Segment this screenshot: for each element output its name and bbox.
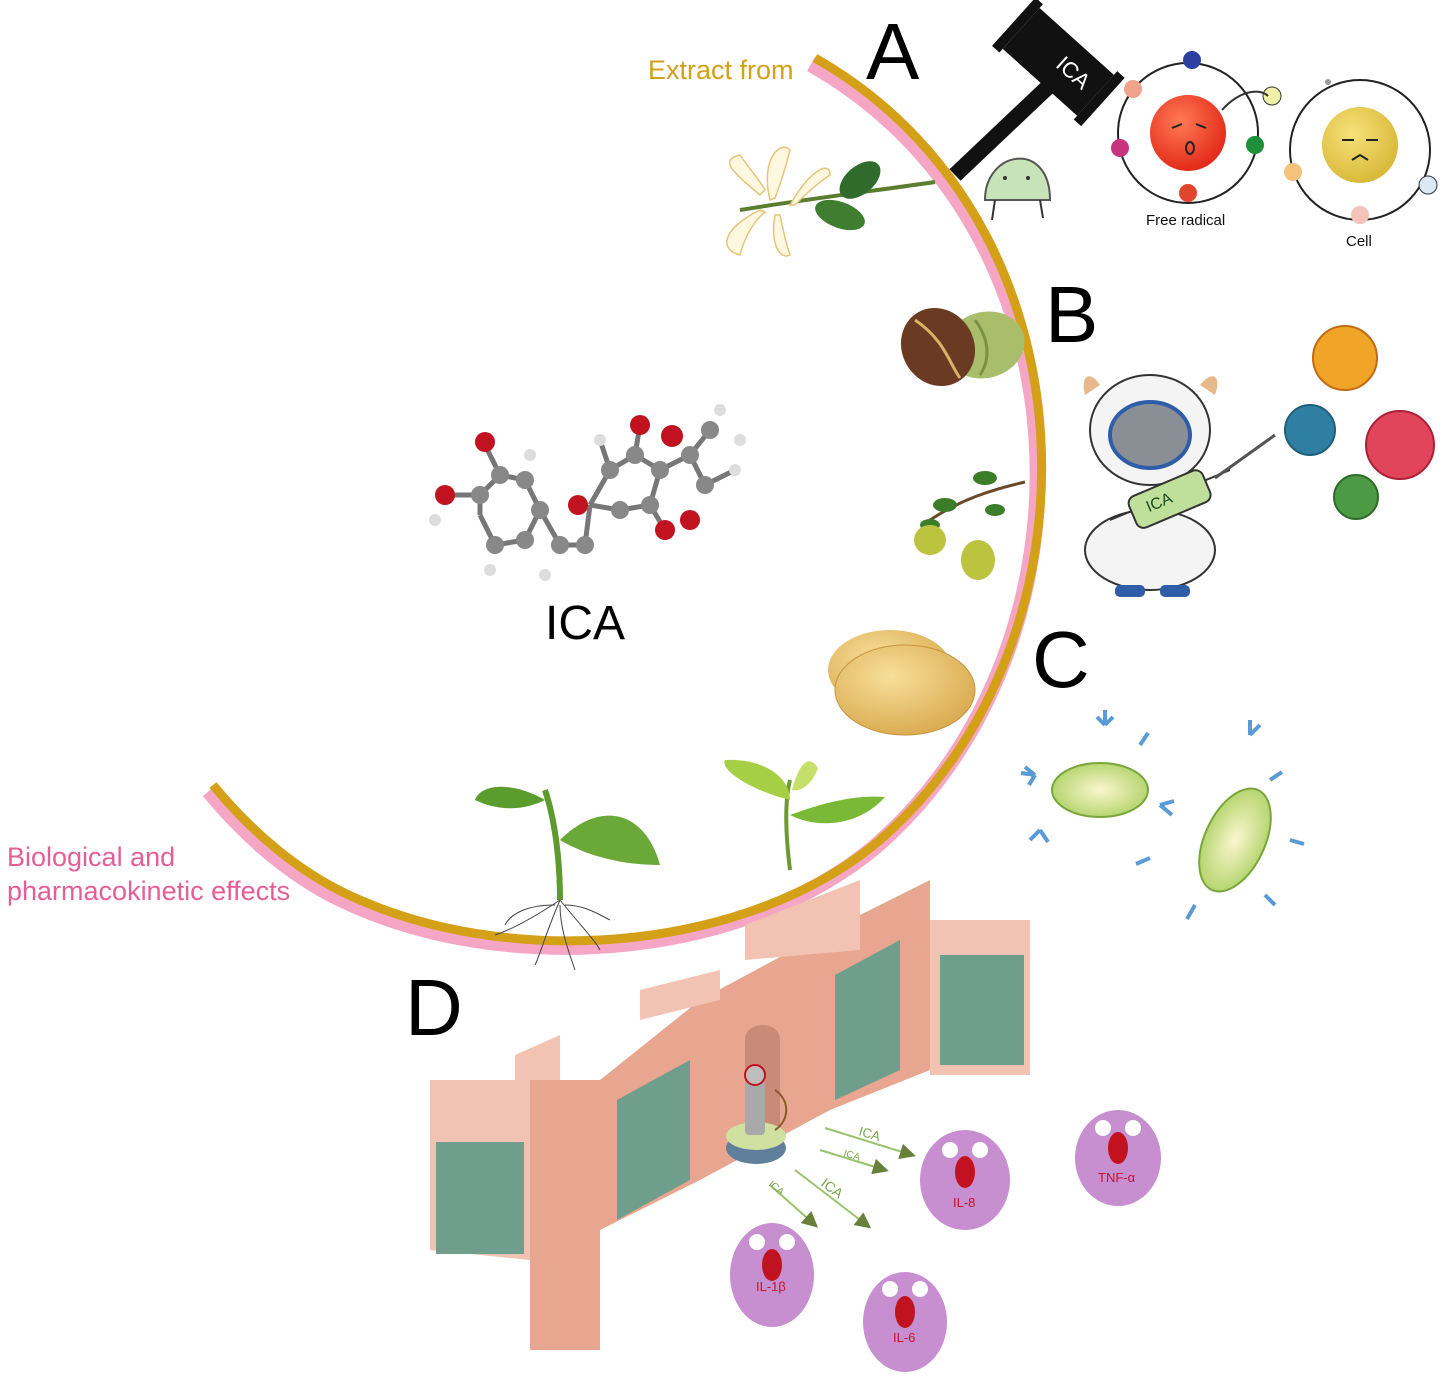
cell-icon: [1284, 79, 1438, 224]
arrow-label-1: ICA: [857, 1123, 882, 1143]
cell-label: Cell: [1346, 233, 1372, 250]
astronaut-cow-with-syringe-icon: [1083, 374, 1276, 597]
panel-d-label: D: [405, 963, 463, 1052]
coffee-beans-icon: [900, 307, 1025, 387]
arrow-label-2: ICA: [842, 1148, 861, 1163]
seedling-with-roots-icon: [475, 786, 660, 971]
ica-arrows: [769, 1127, 916, 1229]
arrow-label-4: ICA: [818, 1175, 847, 1202]
bio-effects-label: Biological and pharmacokinetic effects: [7, 840, 337, 908]
little-ghost-icon: [983, 157, 1052, 221]
cytokine-tnfa: TNF-α: [1098, 1170, 1136, 1185]
extract-from-label: Extract from: [648, 55, 794, 85]
cytokine-il1b: IL-1β: [756, 1279, 786, 1294]
free-radical-label: Free radical: [1146, 212, 1226, 229]
cytokine-monster-icon: [730, 1110, 1161, 1372]
free-radical-icon: [1111, 51, 1282, 204]
panel-a-label: A: [866, 7, 920, 96]
archer-knight-icon: [726, 1064, 788, 1164]
honeysuckle-flower-icon: [726, 146, 936, 257]
antibody-bacteria-icon: [1020, 710, 1305, 920]
potatoes-icon: [828, 630, 976, 736]
bio-effects-line1: Biological and: [7, 842, 176, 872]
cytokine-il8: IL-8: [953, 1195, 975, 1210]
cytokine-il6: IL-6: [893, 1330, 915, 1345]
compound-label: ICA: [545, 597, 626, 650]
tea-leaves-icon: [724, 759, 885, 871]
arrow-label-3: ICA: [766, 1179, 786, 1198]
molecule-ball-stick-icon: [429, 404, 746, 581]
pear-branch-icon: [914, 471, 1026, 580]
bio-effects-line2: pharmacokinetic effects: [7, 876, 291, 906]
arc: [202, 54, 1047, 955]
panel-b-label: B: [1045, 270, 1099, 359]
castle-wall-icon: [430, 880, 1030, 1350]
panel-c-label: C: [1032, 615, 1090, 704]
gavel-icon: [949, 0, 1125, 181]
virus-icon: [1284, 325, 1435, 520]
